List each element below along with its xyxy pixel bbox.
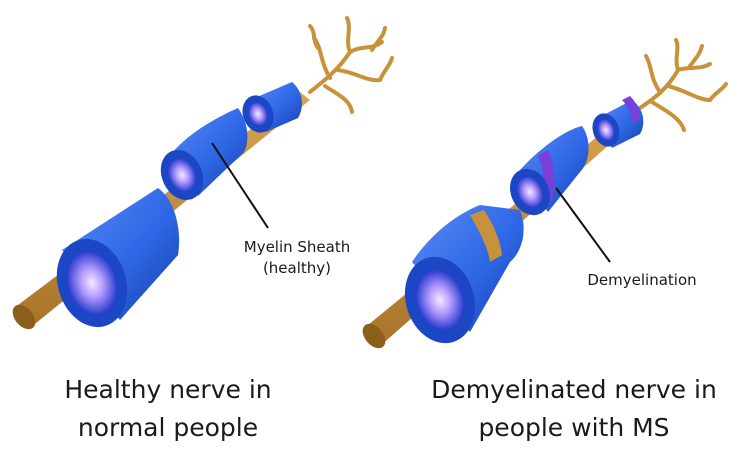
myelin-sheath-label: Myelin Sheath: [244, 238, 351, 256]
healthy-dendrites: [308, 16, 394, 114]
healthy-sheath-small: [242, 82, 302, 133]
ms-sheath-middle: [510, 126, 589, 216]
ms-caption-line2: people with MS: [478, 413, 669, 442]
demyelination-label: Demyelination: [587, 271, 696, 289]
healthy-caption-line1: Healthy nerve in: [64, 375, 271, 404]
ms-sheath-small: [592, 96, 644, 148]
healthy-nerve: [12, 16, 394, 330]
ms-sheath-large: [404, 205, 524, 344]
ms-caption-line1: Demyelinated nerve in: [431, 375, 717, 404]
healthy-caption-line2: normal people: [78, 413, 258, 442]
healthy-sheath-large: [56, 188, 180, 328]
demyelination-leader-line: [555, 187, 611, 263]
ms-dendrites: [638, 38, 728, 132]
ms-axon-end: [362, 323, 386, 349]
myelin-healthy-label: (healthy): [263, 259, 331, 277]
ms-nerve: [362, 38, 728, 349]
healthy-axon-end: [12, 304, 36, 330]
myelin-leader-line: [211, 142, 269, 229]
healthy-sheath-middle: [160, 108, 248, 201]
